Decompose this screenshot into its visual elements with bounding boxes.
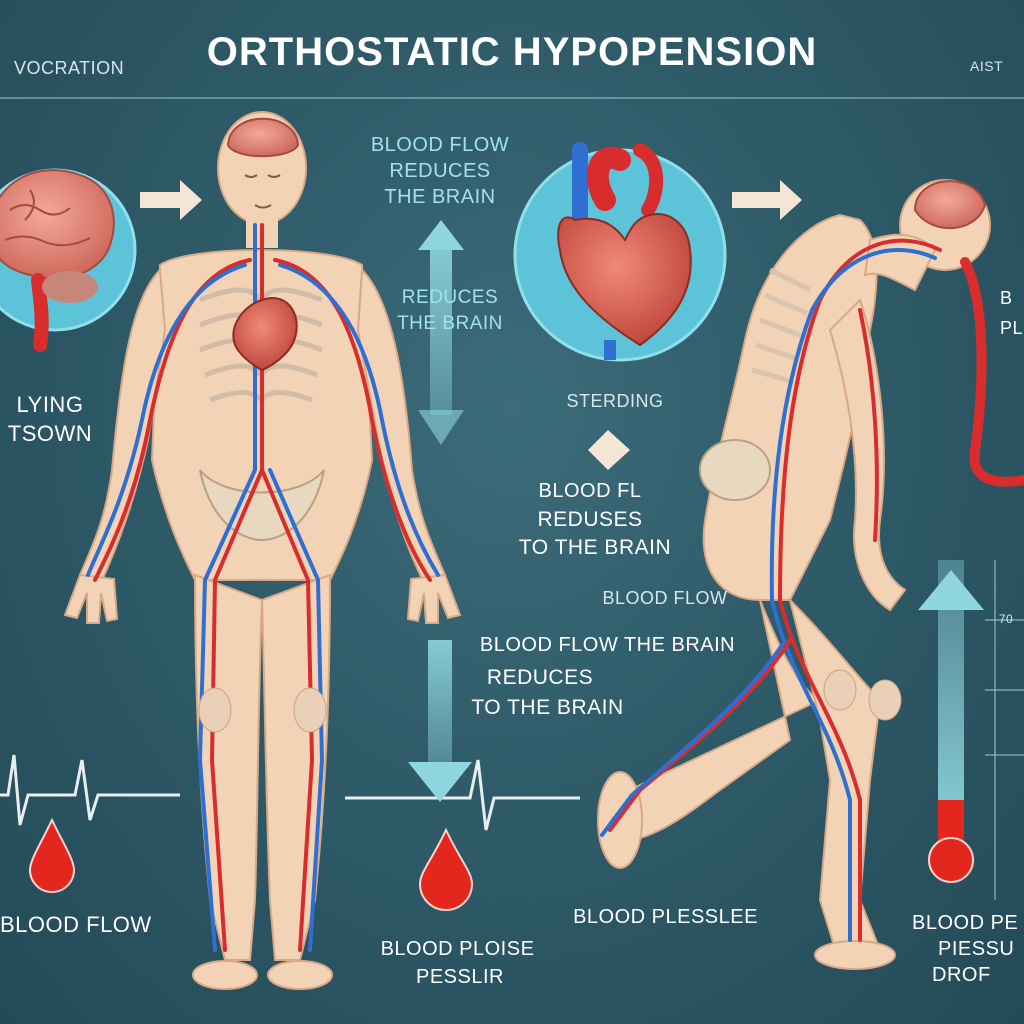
label-reduses-line3: TO THE BRAIN bbox=[518, 536, 672, 559]
label-lower-line1: BLOOD FLOW THE BRAIN bbox=[479, 634, 736, 656]
bending-body-figure bbox=[597, 179, 1024, 970]
label-bottom-line1: BLOOD PLOISE bbox=[380, 938, 535, 960]
standing-body-figure bbox=[63, 111, 462, 990]
position-label-line1: LYING bbox=[16, 392, 84, 417]
blood-flow-label-center: BLOOD FLOW bbox=[602, 588, 728, 608]
arrow-right-icon bbox=[140, 180, 202, 220]
label-lower-line2: REDUCES bbox=[486, 666, 594, 689]
edge-label-line1: BLOOD PE bbox=[912, 912, 1019, 934]
corner-label-right: AIST bbox=[970, 58, 1004, 74]
brain-circle-icon bbox=[0, 168, 137, 352]
blood-flow-label-left: BLOOD FLOW bbox=[0, 912, 152, 937]
label-lower-line3: TO THE BRAIN bbox=[471, 696, 624, 719]
arrow-right-icon bbox=[732, 180, 802, 220]
blood-pressure-label-right: BLOOD PLESSLEE bbox=[573, 906, 758, 928]
standing-label: STERDING bbox=[566, 391, 664, 411]
ecg-line-left bbox=[0, 754, 180, 826]
edge-label-line2: PIESSU bbox=[938, 938, 1015, 960]
header-divider bbox=[0, 97, 1024, 99]
heart-circle-icon bbox=[513, 142, 727, 362]
label-top-line3: THE BRAIN bbox=[384, 186, 496, 208]
blood-pressure-gauge-icon bbox=[918, 560, 1024, 900]
page-title: ORTHOSTATIC HYPOPENSION bbox=[206, 30, 818, 74]
down-arrow-icon bbox=[408, 640, 472, 802]
up-down-arrow-icon bbox=[418, 220, 464, 445]
position-label-line2: TSOWN bbox=[7, 421, 93, 446]
ecg-line-center bbox=[345, 759, 580, 831]
label-mid-line2: THE BRAIN bbox=[397, 313, 503, 334]
corner-label-left: VOCRATION bbox=[14, 58, 125, 78]
label-reduses-line2: REDUSES bbox=[537, 508, 643, 531]
edge-top-line2: PL bbox=[1000, 318, 1024, 338]
label-bottom-line2: PESSLIR bbox=[416, 966, 504, 988]
edge-label-line3: DROF bbox=[932, 964, 991, 986]
label-top-line1: BLOOD FLOW bbox=[370, 134, 510, 156]
blood-drop-icon bbox=[28, 817, 76, 893]
edge-top-line1: B bbox=[1000, 288, 1013, 308]
blood-drop-icon bbox=[418, 827, 474, 911]
diamond-icon bbox=[588, 430, 630, 470]
label-top-line2: REDUCES bbox=[389, 160, 491, 182]
label-mid-line1: REDUCES bbox=[401, 287, 499, 308]
scale-tick-label: 70 bbox=[998, 612, 1014, 626]
label-reduses-line1: BLOOD FL bbox=[538, 480, 642, 502]
